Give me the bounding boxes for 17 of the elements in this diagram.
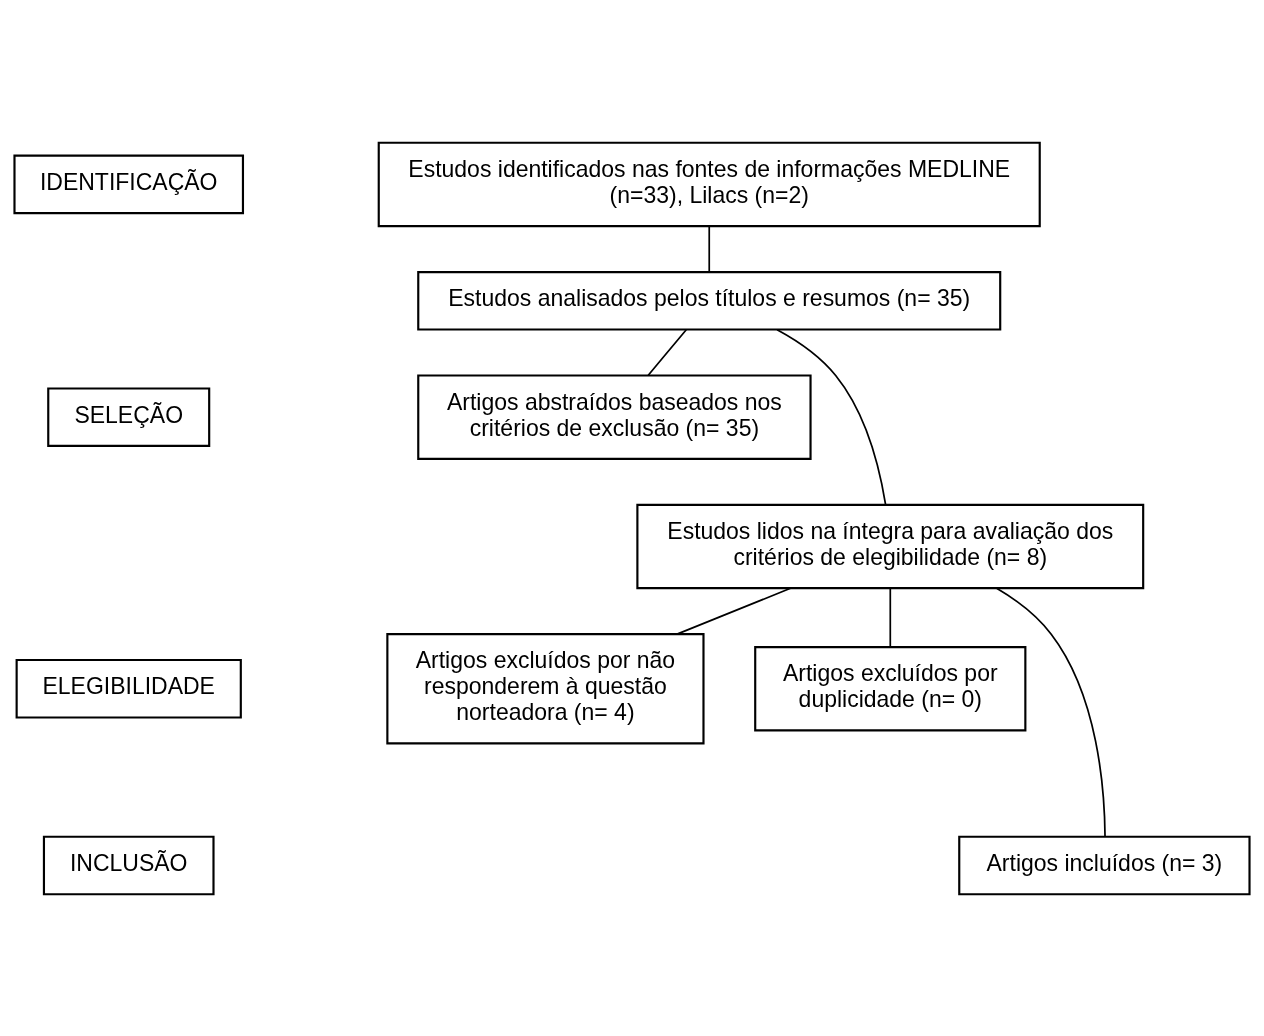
node-box: Artigos incluídos (n= 3) [958, 835, 1251, 895]
node-box: Estudos identificados nas fontes de informações MEDLINE (n=33), Lilacs (n=2) [377, 141, 1041, 227]
connector [889, 586, 892, 647]
connector [708, 224, 711, 272]
node-box: IDENTIFICAÇÃO [13, 154, 245, 214]
connector [995, 586, 1106, 837]
node-box: Artigos excluídos por duplicidade (n= 0) [754, 645, 1027, 732]
connector [776, 328, 887, 505]
connector [676, 586, 792, 635]
node-box: Estudos analisados pelos títulos e resumos (n= 35) [417, 270, 1002, 331]
node-box: ELEGIBILIDADE [15, 658, 242, 719]
node-box: Artigos abstraídos baseados nos critérios de exclusão (n= 35) [417, 373, 812, 460]
node-box: Estudos lidos na íntegra para avaliação dos critérios de elegibilidade (n= 8) [636, 503, 1145, 589]
node-box: Artigos excluídos por não responderem à questão norteadora (n= 4) [386, 632, 705, 744]
node-box: SELEÇÃO [47, 386, 211, 447]
node-box: INCLUSÃO [42, 835, 215, 895]
connector [647, 328, 688, 376]
